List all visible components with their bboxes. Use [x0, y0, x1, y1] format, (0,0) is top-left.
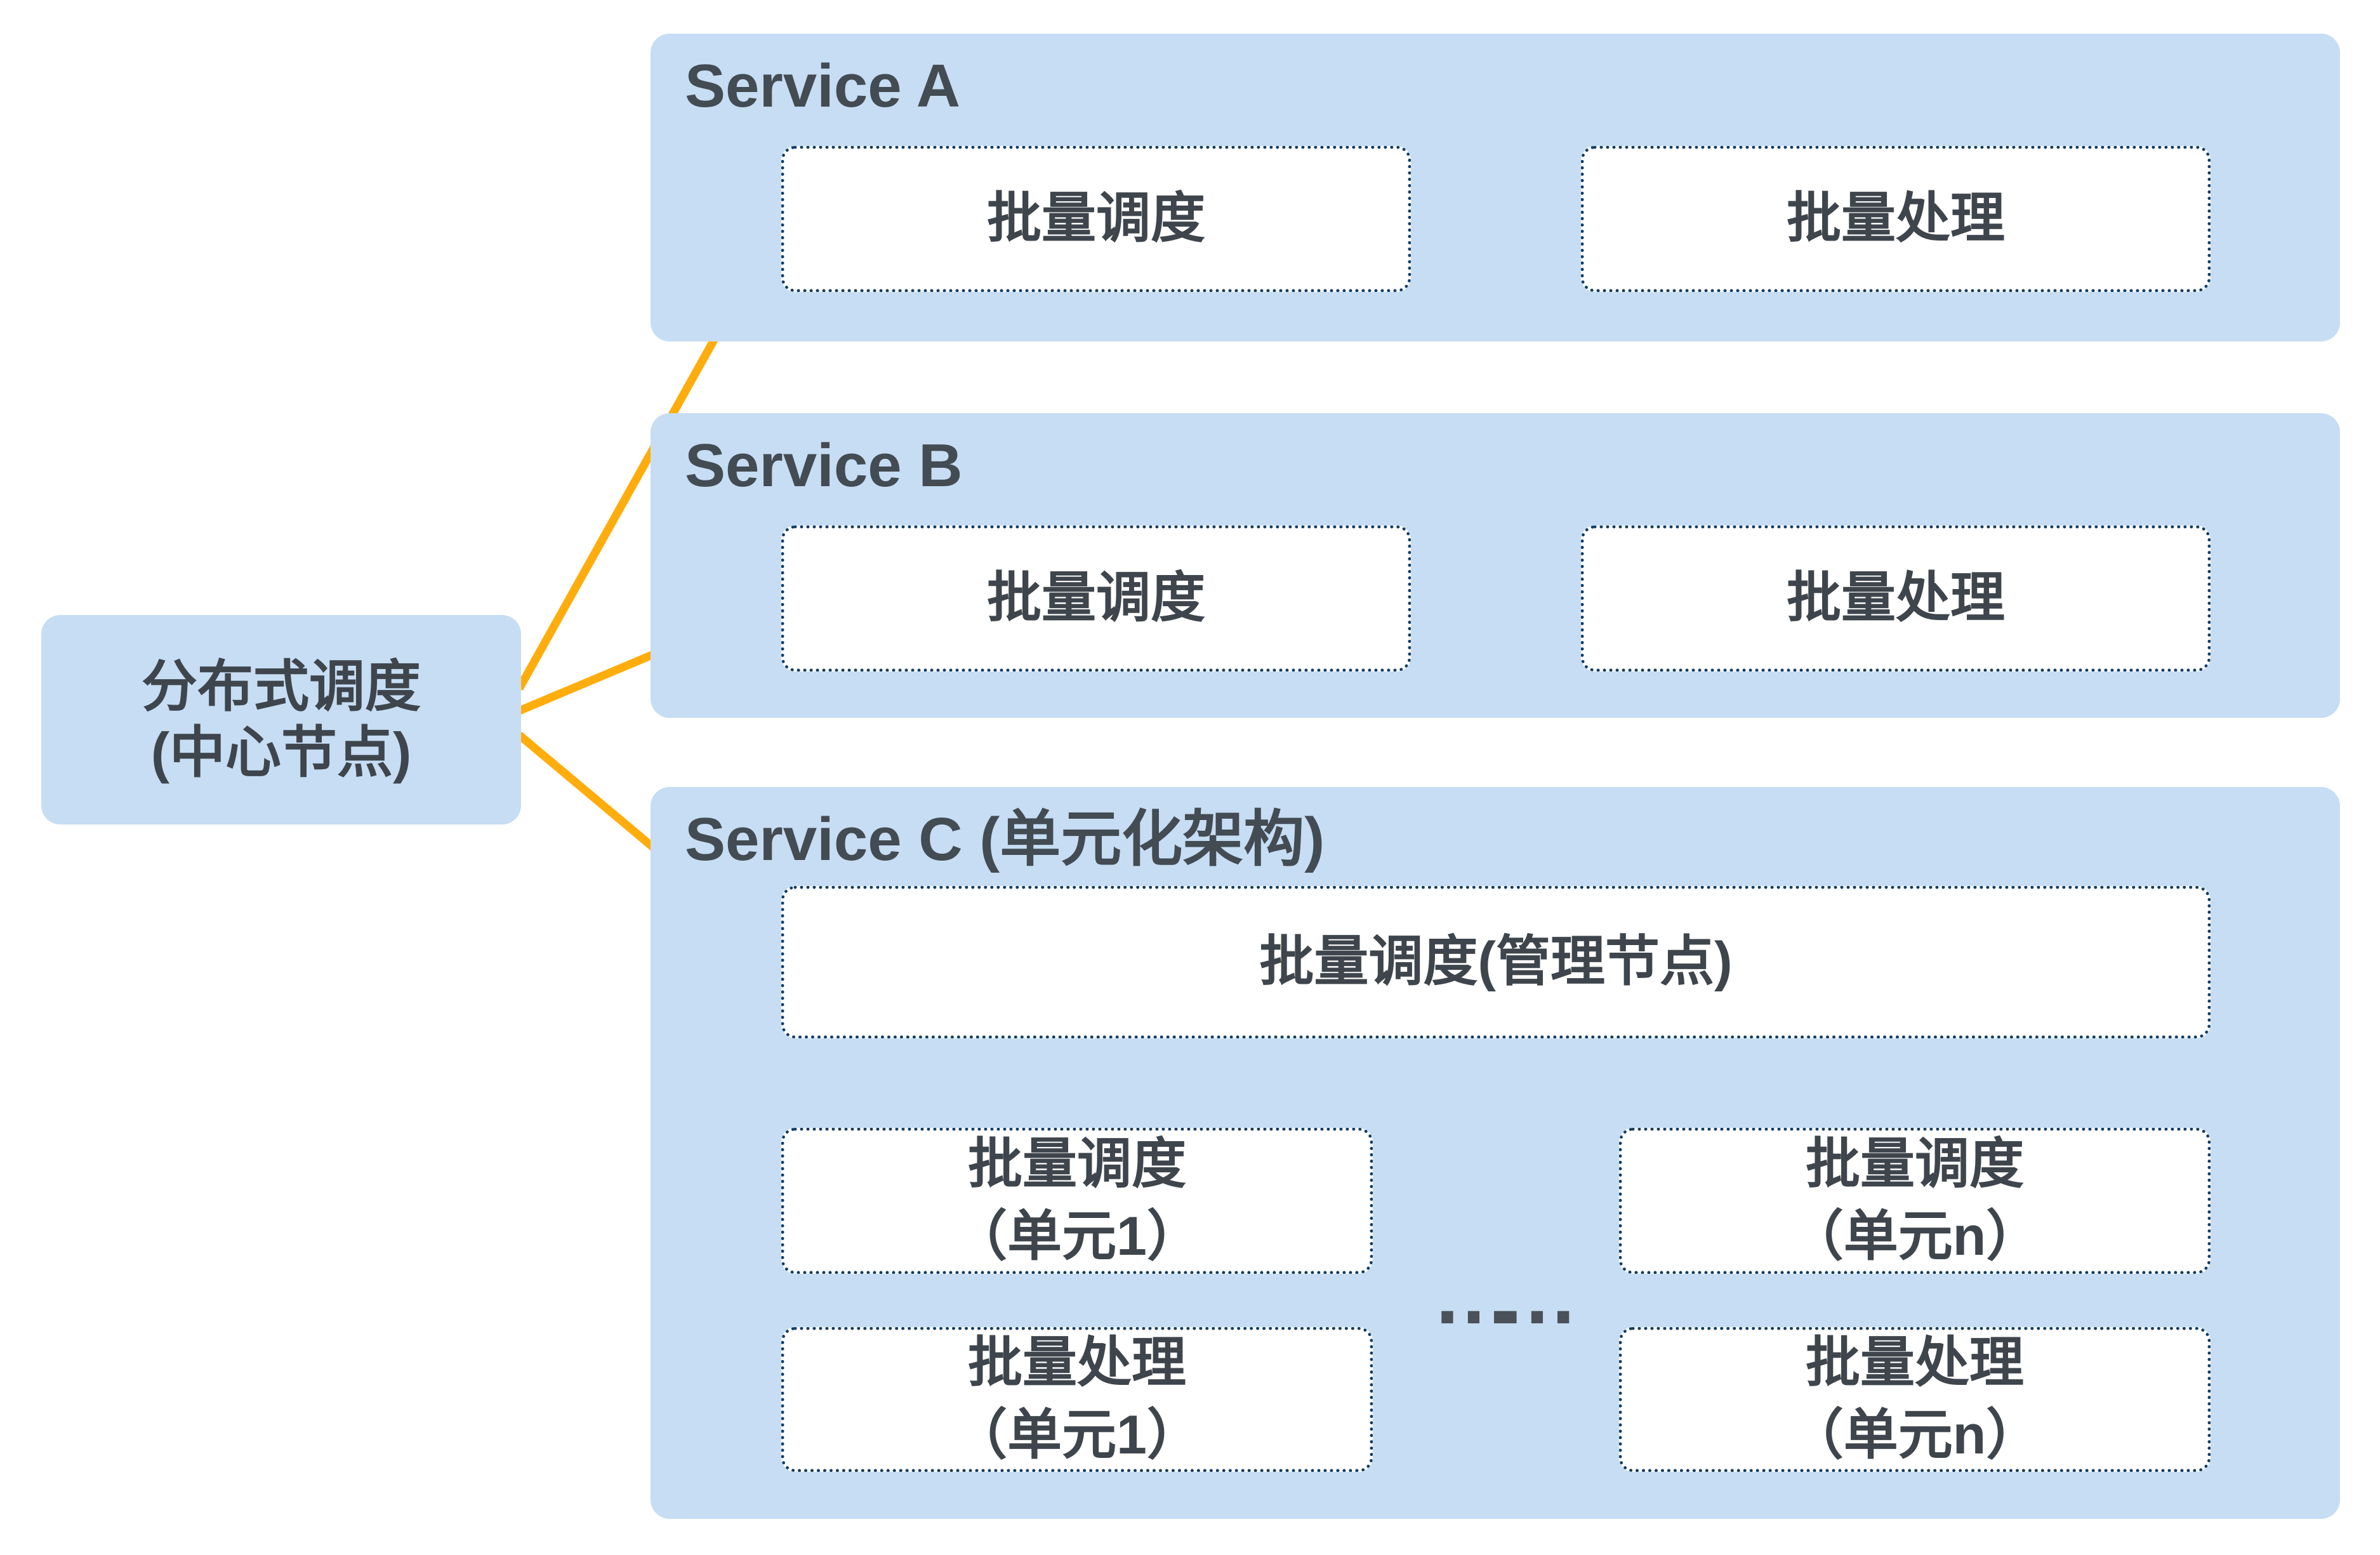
- unitn-scheduler-label-line2: （单元n）: [1788, 1206, 2041, 1267]
- service-a-scheduler-node: 批量调度: [781, 146, 1411, 292]
- units-ellipsis: ……: [1432, 1248, 1578, 1341]
- unit1-scheduler-label-line2: （单元1）: [953, 1206, 1201, 1267]
- service-a-title: Service A: [685, 52, 961, 120]
- service-a-processor-label: 批量处理: [1787, 188, 2005, 249]
- service-a-processor-node: 批量处理: [1581, 146, 2211, 292]
- service-b-scheduler-node: 批量调度: [781, 526, 1411, 672]
- unitn-scheduler-label-line1: 批量调度: [1806, 1134, 2024, 1195]
- service-c-title: Service C (单元化架构): [685, 805, 1325, 873]
- central-node-label-line1: 分布式调度: [141, 655, 421, 718]
- unitn-processor-label-line1: 批量处理: [1806, 1332, 2024, 1394]
- service-c-manager-node: 批量调度(管理节点): [781, 886, 2211, 1038]
- service-b-processor-node: 批量处理: [1581, 526, 2211, 672]
- service-c-unit1-scheduler-node: 批量调度 （单元1）: [781, 1128, 1373, 1274]
- central-node-label-line2: (中心节点): [150, 721, 412, 784]
- unit1-processor-label-line2: （单元1）: [953, 1405, 1201, 1466]
- service-c-unitn-scheduler-node: 批量调度 （单元n）: [1619, 1128, 2211, 1274]
- unit1-processor-label-line1: 批量处理: [968, 1332, 1186, 1394]
- unitn-processor-label-line2: （单元n）: [1788, 1405, 2041, 1466]
- service-c-manager-label: 批量调度(管理节点): [1259, 931, 1733, 993]
- service-a-scheduler-label: 批量调度: [987, 188, 1205, 249]
- unit1-scheduler-label-line1: 批量调度: [968, 1134, 1186, 1195]
- service-b-processor-label: 批量处理: [1787, 567, 2005, 629]
- service-c-unitn-processor-node: 批量处理 （单元n）: [1619, 1327, 2211, 1472]
- service-c-unit1-processor-node: 批量处理 （单元1）: [781, 1327, 1373, 1472]
- service-b-title: Service B: [685, 432, 963, 500]
- service-b-scheduler-label: 批量调度: [987, 567, 1205, 629]
- central-scheduler-node: 分布式调度 (中心节点): [41, 615, 521, 824]
